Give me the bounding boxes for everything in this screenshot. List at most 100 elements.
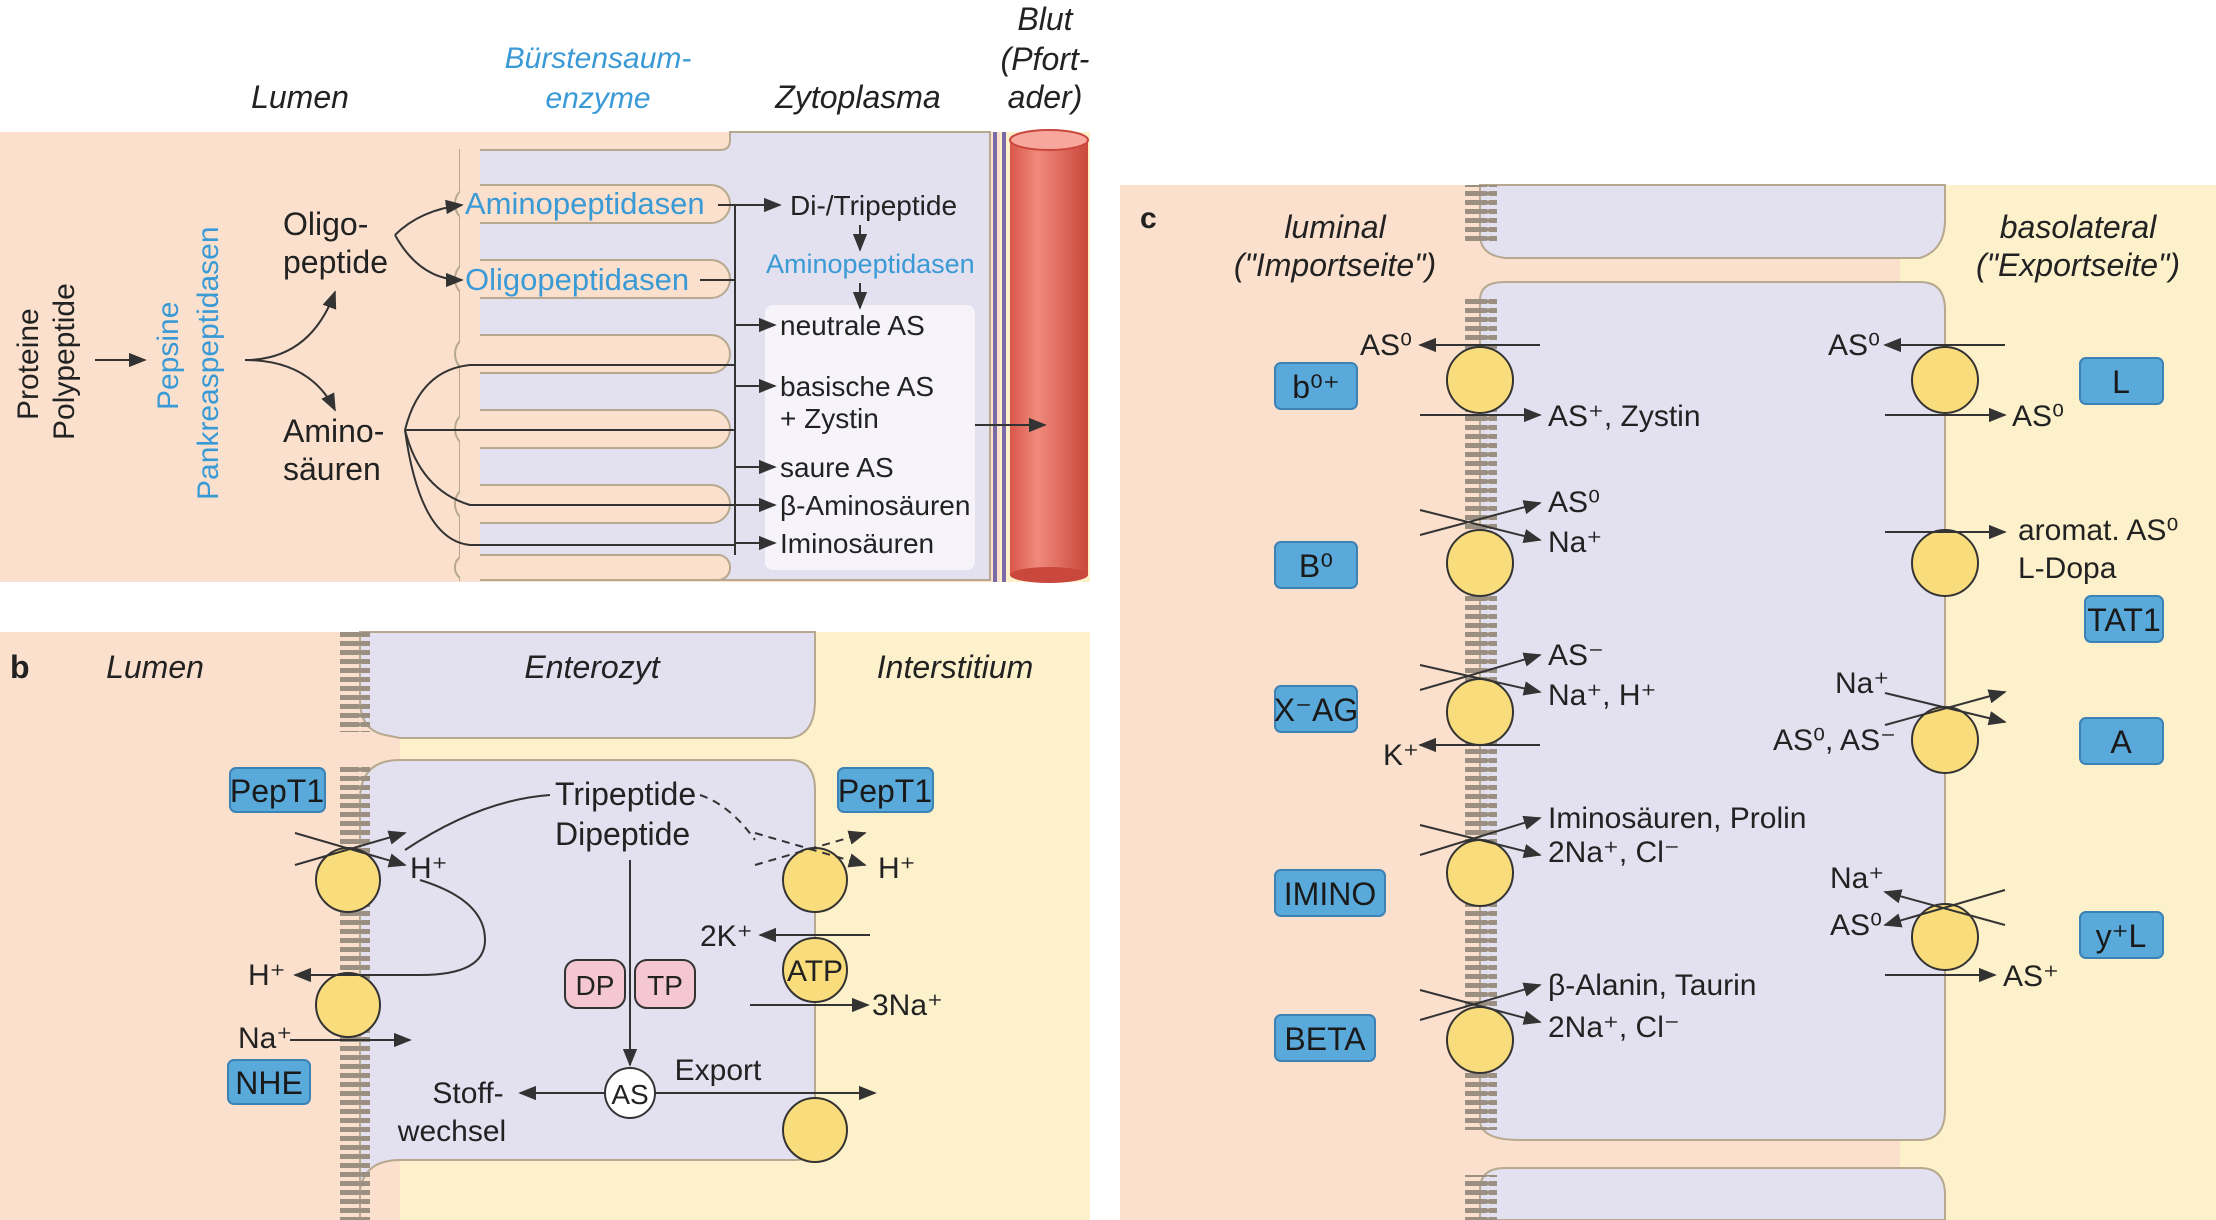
b-hplus-out: H⁺: [248, 959, 286, 992]
b-stoff-1: Stoff-: [432, 1077, 503, 1110]
c-baso-1: basolateral: [2000, 209, 2157, 245]
c-B0-na: Na⁺: [1548, 526, 1602, 559]
a-header-blood-1: Blut: [1017, 1, 1073, 37]
label-amino-1: Amino-: [283, 413, 384, 449]
c-b0plus-in: AS⁺, Zystin: [1548, 400, 1701, 433]
transporter-TAT1: [1911, 529, 1979, 597]
c-A-na: Na⁺: [1835, 667, 1889, 700]
badge-L: L: [2112, 364, 2130, 400]
label-aminopeptidasen: Aminopeptidasen: [465, 186, 705, 221]
arrow-oligo-amino: [394, 199, 464, 236]
c-baso-transporters: [1911, 346, 1979, 971]
c-luminal-1: luminal: [1284, 209, 1386, 245]
b-dash-3: [754, 832, 867, 868]
amino-lines: [404, 364, 735, 546]
c-villi-top: [1465, 185, 1497, 245]
badge-B0: B⁰: [1299, 548, 1333, 584]
a-header-lumen: Lumen: [251, 79, 349, 115]
b-dipeptide: Dipeptide: [555, 816, 690, 852]
label-oligopeptidasen: Oligopeptidasen: [465, 262, 689, 297]
label-pepsine: Pepsine: [152, 302, 185, 410]
transporter-b0plus: [1446, 346, 1514, 414]
c-left-badges: b⁰⁺ B⁰ X⁻AG IMINO BETA: [1274, 362, 1386, 1062]
c-IMINO-a: [1419, 815, 1542, 856]
b-as-label: AS: [611, 1079, 648, 1110]
c-luminal-transporters: [1446, 346, 1514, 1074]
c-right-badges: L TAT1 A y⁺L: [2079, 357, 2164, 959]
badge-A: A: [2110, 724, 2132, 760]
c-A-as: AS⁰, AS⁻: [1773, 724, 1896, 757]
product-4: β-Aminosäuren: [780, 490, 970, 521]
product-2: + Zystin: [780, 403, 879, 434]
c-luminal-2: ("Importseite"): [1234, 247, 1436, 283]
c-B0-as: AS⁰: [1548, 486, 1600, 519]
c-cell-bottom: [1479, 1167, 1946, 1220]
transporter-yL: [1911, 903, 1979, 971]
badge-yL: y⁺L: [2096, 918, 2147, 954]
label-ditripeptide: Di-/Tripeptide: [790, 190, 957, 221]
b-recycle: [419, 879, 487, 976]
label-polypeptide: Polypeptide: [48, 283, 81, 440]
transporter-A: [1911, 706, 1979, 774]
c-baso-2: ("Exportseite"): [1976, 247, 2180, 283]
c-beta-2: 2Na⁺, Cl⁻: [1548, 1011, 1680, 1044]
product-5: Iminosäuren: [780, 528, 934, 559]
a-header-blood-2: (Pfort-: [1001, 41, 1090, 77]
c-xag-na: Na⁺, H⁺: [1548, 679, 1656, 712]
transporter-nhe: [315, 972, 381, 1038]
product-box: [765, 305, 975, 570]
c-A-b: [1884, 692, 2007, 726]
transporter-XAG: [1446, 678, 1514, 746]
c-BETA-b: [1419, 989, 1542, 1025]
transporter-export: [782, 1097, 848, 1163]
b-villi-top: [340, 632, 370, 732]
c-yl-as0: AS⁰: [1830, 909, 1882, 942]
c-cell-top: [1479, 184, 1946, 259]
a-header-enzyme-1: Bürstensaum-: [505, 42, 692, 75]
blood-vessel: [1009, 129, 1089, 583]
c-tat-1: aromat. AS⁰: [2018, 514, 2178, 547]
enzyme-tp-label: TP: [647, 970, 683, 1001]
c-IMINO-b: [1419, 824, 1542, 859]
c-cell: [1479, 281, 1946, 1141]
product-3: saure AS: [780, 452, 894, 483]
arrow-oligo-oligo: [394, 234, 464, 288]
label-pankreas: Pankreaspeptidasen: [192, 226, 225, 500]
c-XAG-a: [1419, 652, 1542, 691]
b-hplus-1: H⁺: [410, 852, 448, 885]
c-beta-1: β-Alanin, Taurin: [1548, 969, 1756, 1002]
badge-pept1-right-label: PepT1: [838, 773, 932, 809]
badge-pept1-left: [229, 767, 326, 813]
c-tat-2: L-Dopa: [2018, 552, 2117, 585]
c-b0plus-out: AS⁰: [1360, 329, 1412, 362]
c-panel-label: c: [1140, 202, 1157, 235]
label-amino-2: säuren: [283, 451, 381, 487]
c-L-in-label: AS⁰: [2012, 400, 2064, 433]
c-L-out-label: AS⁰: [1828, 329, 1880, 362]
label-proteine: Proteine: [12, 308, 45, 420]
b-hplus-right: H⁺: [878, 852, 916, 885]
a-header-blood-3: ader): [1008, 79, 1083, 115]
badge-b0plus: b⁰⁺: [1292, 369, 1340, 405]
b-cell-top: [359, 631, 816, 739]
panel-c-baso-bg: [1900, 185, 2216, 1220]
c-imino-2: 2Na⁺, Cl⁻: [1548, 836, 1680, 869]
transporter-pept1-apical: [315, 847, 381, 913]
b-naplus: Na⁺: [238, 1022, 292, 1055]
badge-IMINO: IMINO: [1284, 876, 1376, 912]
label-oligo-2: peptide: [283, 244, 388, 280]
badge-pept1-right: [837, 767, 934, 813]
c-XAG-b: [1419, 664, 1542, 696]
badge-nhe-label: NHE: [235, 1065, 303, 1101]
c-B0-a: [1419, 500, 1542, 536]
b-header-cell: Enterozyt: [524, 649, 660, 685]
b-3na: 3Na⁺: [872, 989, 943, 1022]
label-oligo-1: Oligo-: [283, 206, 368, 242]
panel-b: b Lumen Enterozyt Interstitium PepT1 Pep…: [0, 631, 1090, 1220]
products: neutrale AS basische AS + Zystin saure A…: [735, 310, 970, 559]
enzyme-dp-label: DP: [576, 970, 615, 1001]
b-export: Export: [675, 1054, 762, 1087]
label-cyto-aminopeptidasen: Aminopeptidasen: [766, 249, 975, 279]
badge-XAG: X⁻AG: [1274, 692, 1358, 728]
c-villi-bottom: [1465, 1175, 1497, 1220]
